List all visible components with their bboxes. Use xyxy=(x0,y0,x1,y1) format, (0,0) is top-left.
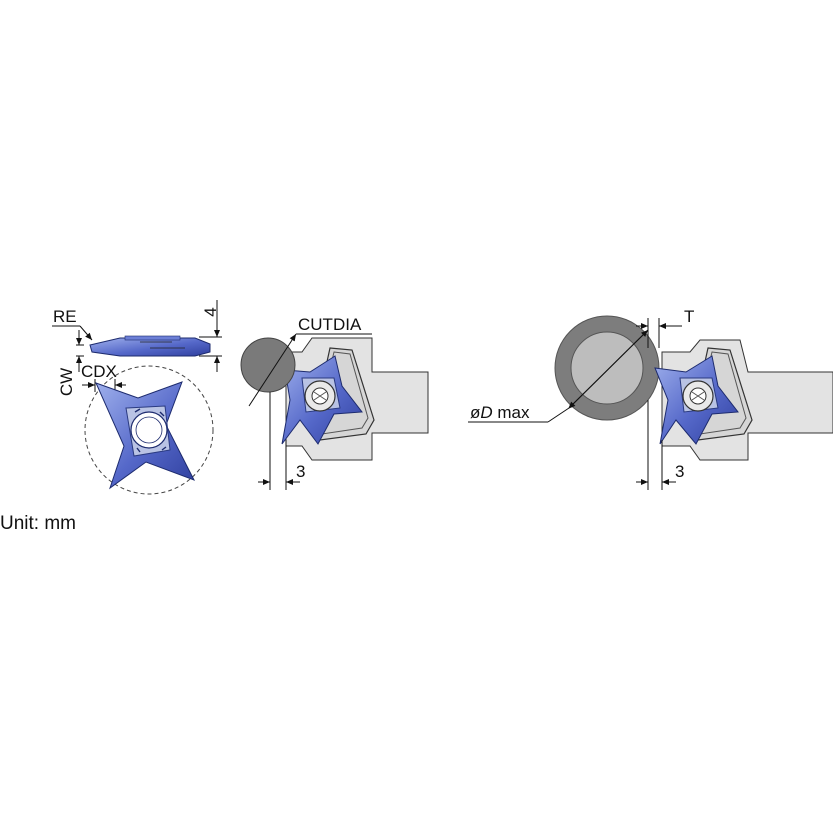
t-dimension: T xyxy=(636,307,694,348)
offset-left-label: 3 xyxy=(296,462,305,481)
cdx-dimension: CDX xyxy=(81,362,126,392)
cw-label: CW xyxy=(57,368,76,396)
unit-note: Unit: mm xyxy=(0,513,76,534)
offset-right-dimension: 3 xyxy=(636,400,684,490)
workpiece-max xyxy=(554,315,660,421)
insert-right xyxy=(654,355,739,445)
d-max-dimension: øD max xyxy=(468,329,649,423)
cw-dimension: CW xyxy=(57,330,84,396)
cdx-label: CDX xyxy=(81,362,117,381)
insert-side-view xyxy=(89,335,211,357)
offset-left-dimension: 3 xyxy=(258,392,305,490)
re-label: RE xyxy=(53,307,77,326)
re-dimension: RE xyxy=(52,307,93,341)
t-label: T xyxy=(684,307,694,326)
offset-right-label: 3 xyxy=(675,462,684,481)
insert-top-view xyxy=(84,365,214,495)
height-label: 4 xyxy=(201,307,220,316)
cutdia-dimension: CUTDIA xyxy=(248,315,372,407)
cutdia-workpiece xyxy=(240,337,296,393)
insert-middle xyxy=(281,355,363,445)
d-max-label: øD max xyxy=(470,403,530,422)
cutdia-label: CUTDIA xyxy=(298,315,362,334)
height-dimension: 4 xyxy=(199,300,222,372)
